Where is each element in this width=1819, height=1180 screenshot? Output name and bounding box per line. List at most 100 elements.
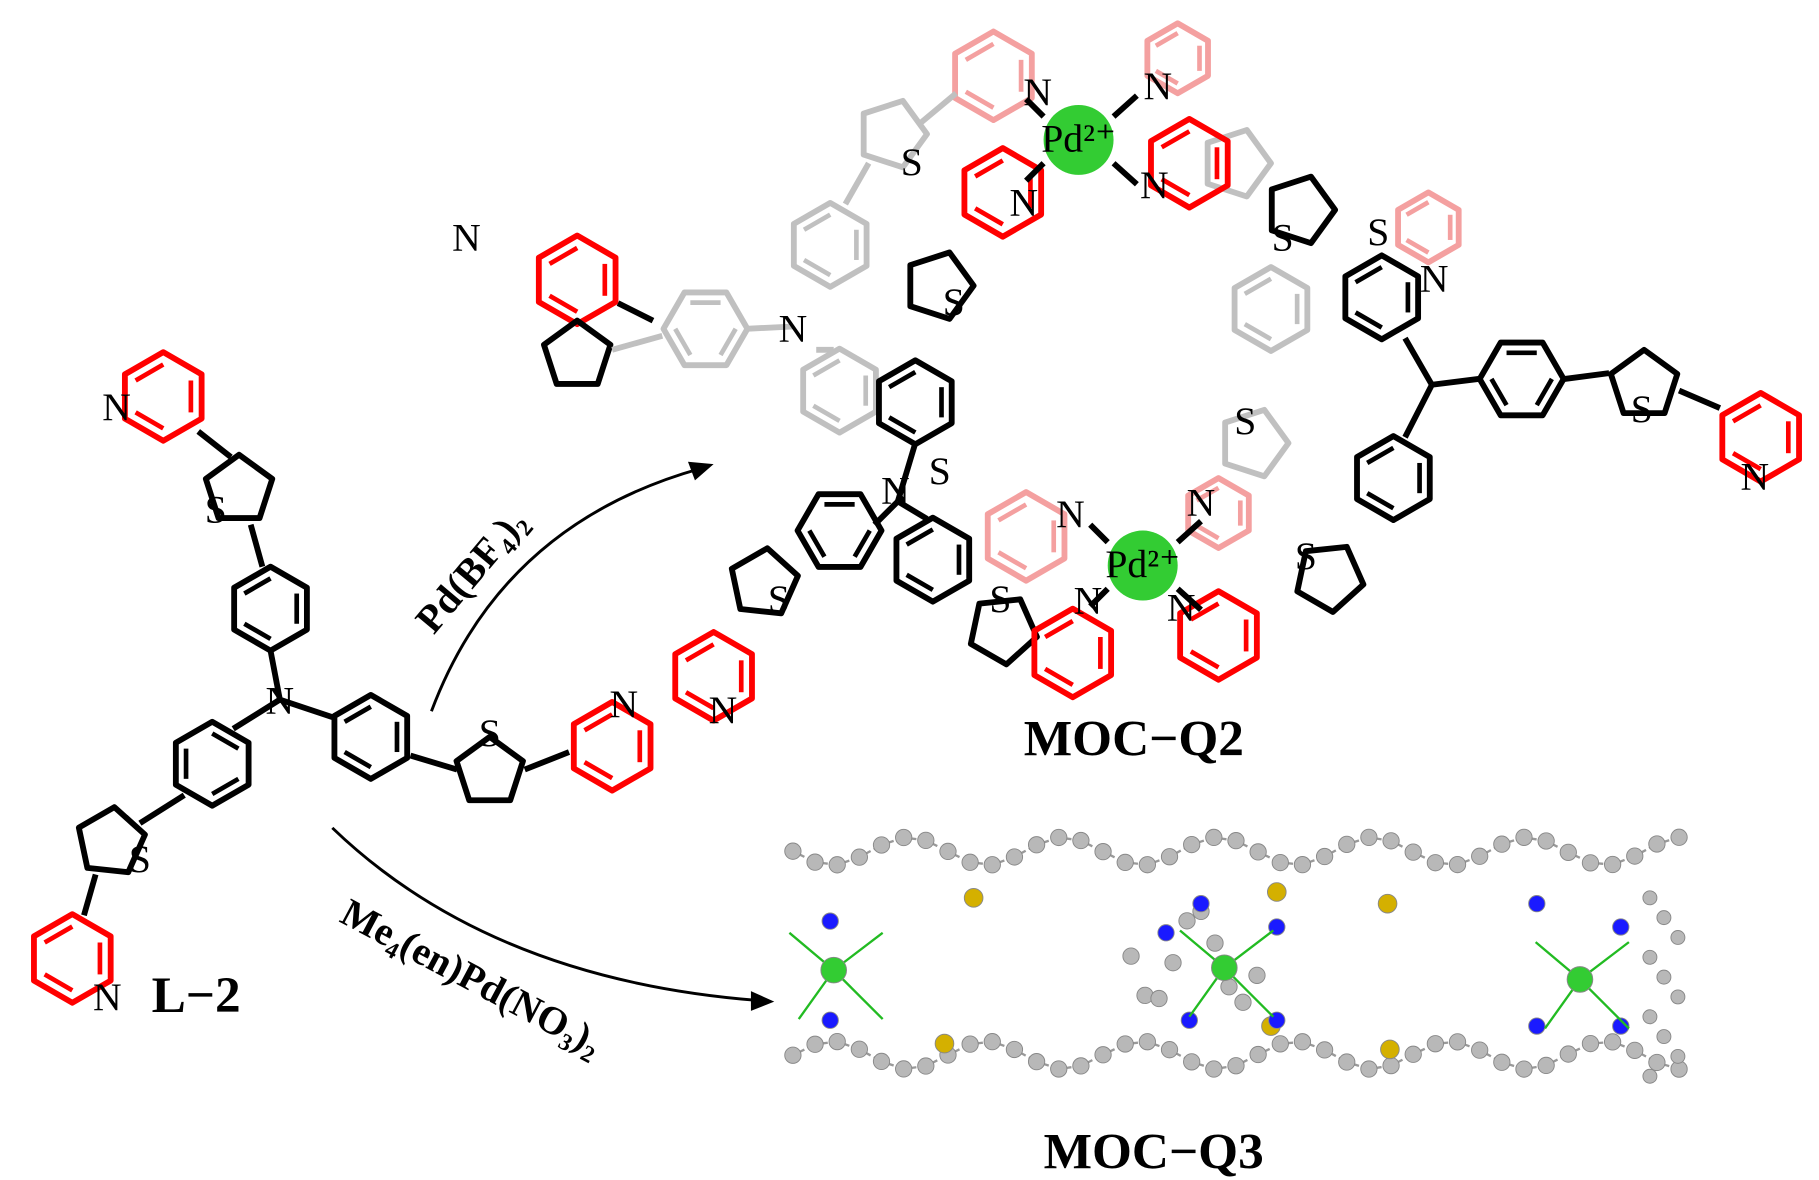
benzene-ring-back-double-bond (802, 257, 832, 278)
benzene-ring-double-bond (887, 415, 917, 435)
carbon-atom (1338, 1053, 1356, 1071)
benzene-ring-back (790, 199, 870, 290)
pyridine-ring-back-double-bond (1154, 31, 1179, 48)
atom-s: S (1367, 210, 1389, 254)
atom-n: N (1056, 492, 1085, 536)
bond (523, 749, 571, 773)
benzene-ring (893, 514, 973, 605)
bond (746, 323, 794, 332)
carbon-atom (1642, 890, 1658, 906)
benzene-ring (172, 718, 252, 809)
carbon-atom (828, 856, 846, 874)
atom-n: N (1420, 257, 1449, 301)
nitrogen-atom (821, 912, 839, 930)
atom-n: N (709, 688, 738, 732)
carbon-atom (1183, 1053, 1201, 1071)
carbon-atom (1005, 848, 1024, 866)
nitrogen-atom (1192, 895, 1210, 913)
atom-s: S (1295, 534, 1317, 578)
carbon-atom (1626, 1041, 1644, 1059)
benzene-ring-back-double-bond (1243, 322, 1273, 342)
nitrogen-atom (1528, 1017, 1546, 1035)
carbon-atom (1315, 1041, 1334, 1059)
atom-n: N (1140, 163, 1169, 207)
pyridine-ring-double-bond (134, 362, 165, 383)
carbon-atom (1670, 1048, 1686, 1064)
benzene-ring (876, 357, 955, 448)
carbon-atom (1271, 853, 1289, 872)
pyridine-ring (570, 699, 654, 794)
bond (1402, 383, 1435, 439)
carbon-atom (1122, 947, 1140, 965)
thiophene-ring (1294, 543, 1367, 615)
pyridine-ring-double-bond (43, 924, 74, 945)
carbon-atom (1360, 828, 1378, 847)
pyridine-ring-double-bond (1731, 403, 1762, 424)
carbon-atom (1160, 1041, 1179, 1059)
carbon-atom (1493, 1053, 1511, 1071)
sulfur-atom (1380, 1039, 1400, 1060)
carbon-atom (806, 853, 824, 871)
carbon-atom (1138, 1033, 1156, 1051)
carbon-atom (1027, 1053, 1046, 1071)
carbon-atom (1656, 1029, 1672, 1045)
carbon-atom (1205, 828, 1223, 847)
bond (1088, 586, 1110, 609)
pyridine-ring-double-bond (1043, 619, 1074, 640)
carbon-atom (1338, 835, 1356, 853)
atom-n: N (1741, 455, 1770, 499)
carbon-atom (1150, 989, 1168, 1008)
carbon-atom (1537, 1056, 1555, 1075)
pyridine-ring-back (1144, 20, 1211, 97)
benzene-ring-back-double-bond (812, 358, 841, 378)
moc-q2-label: MOC−Q2 (1024, 711, 1244, 768)
bond (1024, 161, 1046, 183)
carbon-atom (1072, 1057, 1090, 1075)
pyridine-ring (535, 232, 619, 328)
carbon-atom (1642, 949, 1658, 965)
benzene-ring-double-bond (905, 527, 934, 547)
arrow-to-moc-q3 (331, 826, 759, 1002)
carbon-atom (784, 842, 802, 860)
carbon-atom (1205, 1060, 1223, 1078)
atom-n: N (93, 975, 122, 1019)
bond (1402, 336, 1435, 387)
carbon-atom (1183, 835, 1201, 854)
carbon-atom (1581, 854, 1600, 872)
bond (278, 696, 334, 720)
carbon-atom (1559, 843, 1577, 861)
carbon-atom (1515, 1060, 1533, 1078)
pyridine-ring-double-bond (1160, 177, 1191, 198)
bond (896, 498, 929, 522)
benzene-ring-double-bond (343, 750, 372, 770)
carbon-atom (1670, 930, 1686, 945)
carbon-atom (1050, 1060, 1068, 1078)
bond (409, 752, 458, 773)
sulfur-atom (963, 888, 984, 908)
carbon-atom (1559, 1045, 1577, 1063)
pyridine-ring-double-bond (1189, 601, 1220, 622)
benzene-ring-double-bond (887, 370, 917, 390)
pyridine-ring-double-bond (1731, 451, 1762, 472)
carbon-atom (1220, 978, 1238, 996)
benzene-ring-back-double-bond (718, 327, 738, 357)
pyridine-ring-double-bond (583, 760, 614, 781)
pyridine-ring (1719, 390, 1802, 485)
pyridine-ring-back-double-bond (997, 550, 1028, 571)
benzene-ring-back-double-bond (673, 327, 693, 357)
carbon-atom (895, 828, 913, 847)
bond (247, 523, 266, 568)
benzene-ring-back (1231, 264, 1311, 354)
pyridine-ring-double-bond (973, 206, 1004, 227)
carbon-atom (1027, 836, 1046, 854)
pyridine-ring (1031, 605, 1115, 701)
carbon-atom (850, 1040, 868, 1058)
bond (138, 792, 186, 826)
atom-n: N (1023, 70, 1052, 114)
thiophene-ring (75, 804, 148, 876)
moc-q3-label: MOC−Q3 (1044, 1123, 1264, 1180)
atom-n: N (1074, 578, 1103, 622)
atom-s: S (989, 577, 1011, 621)
benzene-ring-back-double-bond (812, 403, 841, 423)
